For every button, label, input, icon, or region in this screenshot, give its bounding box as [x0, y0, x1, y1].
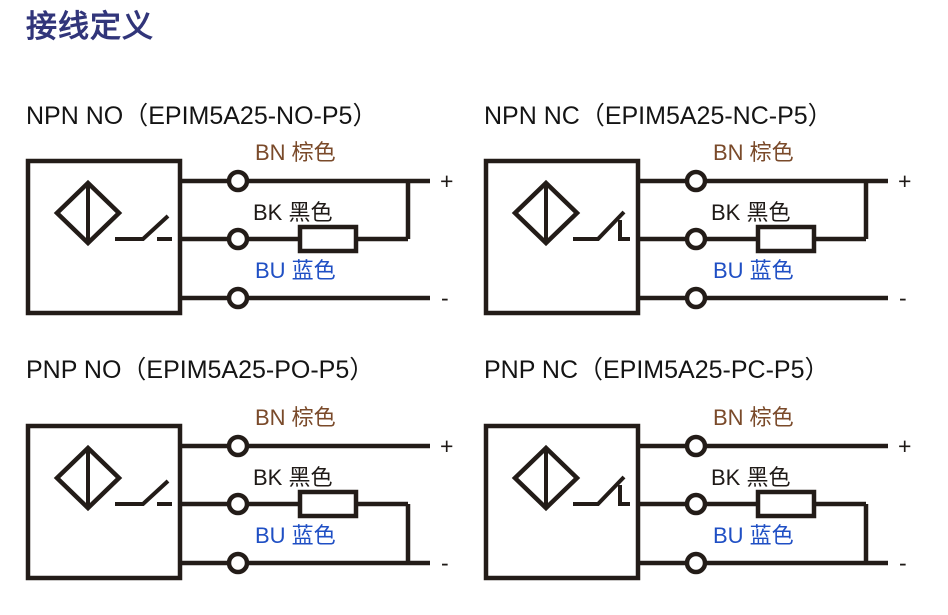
wire-label-bu: BU 蓝色 — [713, 258, 794, 283]
switch-contact-no-icon — [115, 214, 170, 241]
wiring-diagram-npn-nc: BN 棕色 BK 黑色 BU 蓝色 + - — [458, 142, 928, 350]
wire-label-bu: BU 蓝色 — [713, 523, 794, 548]
polarity-negative: - — [899, 550, 907, 576]
diagram-heading-pnp-no: PNP NO（EPIM5A25-PO-P5） — [26, 356, 375, 384]
switch-contact-nc-icon — [573, 475, 626, 506]
polarity-negative: - — [441, 285, 449, 311]
diagram-heading-pnp-nc: PNP NC（EPIM5A25-PC-P5） — [484, 356, 830, 384]
wire-label-bn: BN 棕色 — [713, 405, 794, 430]
diagram-heading-npn-no: NPN NO（EPIM5A25-NO-P5） — [26, 102, 378, 130]
wire-label-bk: BK 黑色 — [711, 465, 791, 490]
wiring-diagram-npn-no: BN 棕色 BK 黑色 BU 蓝色 + - — [0, 142, 470, 350]
proximity-sensor-diamond-icon — [511, 179, 581, 247]
diagram-heading-npn-nc: NPN NC（EPIM5A25-NC-P5） — [484, 102, 833, 130]
wire-label-bn: BN 棕色 — [255, 140, 336, 165]
wiring-diagram-pnp-no: BN 棕色 BK 黑色 BU 蓝色 + - — [0, 407, 470, 615]
switch-contact-nc-bar-icon — [618, 485, 630, 506]
terminal-bu — [684, 551, 708, 575]
terminal-bk — [226, 492, 250, 516]
wiring-schematic-pnp-no — [25, 423, 430, 581]
wire-label-bn: BN 棕色 — [255, 405, 336, 430]
wire-label-bu: BU 蓝色 — [255, 258, 336, 283]
terminal-bn — [684, 169, 708, 193]
polarity-positive: + — [440, 168, 454, 194]
terminal-bn — [226, 434, 250, 458]
proximity-sensor-diamond-icon — [53, 444, 123, 512]
wire-label-bu: BU 蓝色 — [255, 523, 336, 548]
switch-contact-nc-icon — [573, 210, 626, 241]
polarity-positive: + — [898, 433, 912, 459]
wiring-schematic-pnp-nc — [483, 423, 888, 581]
load-resistor-symbol — [297, 489, 359, 519]
polarity-positive: + — [440, 433, 454, 459]
wire-label-bn: BN 棕色 — [713, 140, 794, 165]
terminal-bu — [684, 286, 708, 310]
load-resistor-symbol — [297, 224, 359, 254]
proximity-sensor-diamond-icon — [53, 179, 123, 247]
polarity-negative: - — [441, 550, 449, 576]
wiring-schematic-npn-no — [25, 158, 430, 316]
terminal-bk — [684, 492, 708, 516]
polarity-positive: + — [898, 168, 912, 194]
switch-contact-nc-bar-icon — [618, 220, 630, 241]
sensor-body-outline — [483, 423, 641, 581]
load-resistor-symbol — [755, 224, 817, 254]
switch-contact-no-icon — [115, 479, 170, 506]
wiring-schematic-npn-nc — [483, 158, 888, 316]
polarity-negative: - — [899, 285, 907, 311]
wiring-diagram-pnp-nc: BN 棕色 BK 黑色 BU 蓝色 + - — [458, 407, 928, 615]
page-title: 接线定义 — [26, 9, 154, 44]
terminal-bn — [226, 169, 250, 193]
load-resistor-symbol — [755, 489, 817, 519]
terminal-bk — [226, 227, 250, 251]
terminal-bn — [684, 434, 708, 458]
sensor-body-outline — [483, 158, 641, 316]
proximity-sensor-diamond-icon — [511, 444, 581, 512]
terminal-bk — [684, 227, 708, 251]
wire-label-bk: BK 黑色 — [711, 200, 791, 225]
terminal-bu — [226, 551, 250, 575]
wire-label-bk: BK 黑色 — [253, 465, 333, 490]
terminal-bu — [226, 286, 250, 310]
wire-label-bk: BK 黑色 — [253, 200, 333, 225]
